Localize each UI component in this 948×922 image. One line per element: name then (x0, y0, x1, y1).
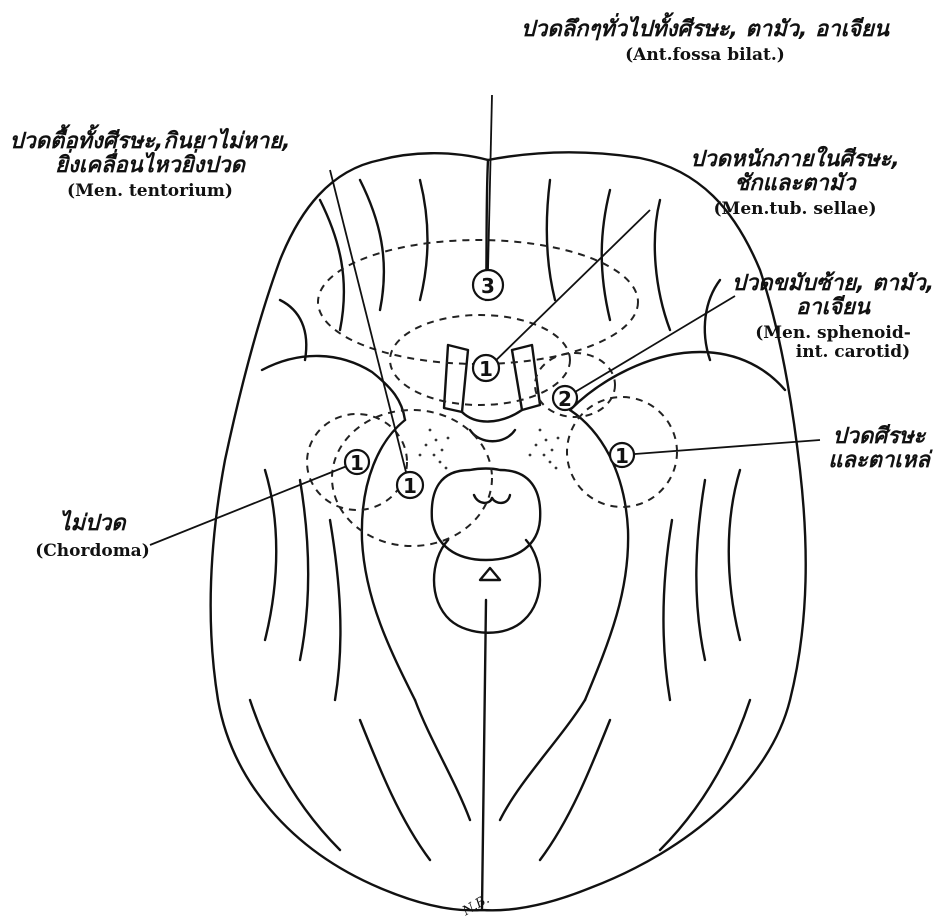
marker-2-label: 2 (558, 387, 572, 411)
region-sphenoid (535, 353, 615, 417)
sulcus (420, 180, 428, 300)
sulcus (360, 180, 384, 310)
sulcus (729, 470, 740, 640)
frontal-border-left (262, 356, 405, 420)
marker-1-left-inner-label: 1 (403, 474, 417, 498)
sulcus (360, 720, 430, 860)
label-upper-left-thai-1: ปวดตื้อทั้งศีรษะ,กินยาไม่หาย, (0, 130, 300, 154)
label-right-thai-1: ปวดศีรษะ (812, 425, 946, 449)
label-upper-right-thai-1: ปวดหนักภายในศีรษะ, (650, 148, 940, 172)
marker-1-center-label: 1 (479, 357, 493, 381)
label-top-eng: (Ant.fossa bilat.) (470, 46, 940, 65)
label-mid-right-thai-1: ปวดขมับซ้าย, ตามัว, (720, 272, 946, 296)
sulcus (300, 480, 308, 660)
label-upper-left-eng: (Men. tentorium) (0, 182, 300, 201)
sulcus (663, 520, 672, 700)
label-mid-right: ปวดขมับซ้าย, ตามัว, อาเจียน (Men. spheno… (720, 272, 946, 362)
pons (432, 469, 540, 561)
leader-left (150, 462, 357, 545)
label-top-thai: ปวดลึกๆทั่วไปทั้งศีรษะ, ตามัว, อาเจียน (470, 18, 940, 42)
label-upper-left: ปวดตื้อทั้งศีรษะ,กินยาไม่หาย, ยิ่งเคลื่อ… (0, 130, 300, 201)
leader-upper-right (486, 210, 650, 370)
fourth-ventricle-marker (480, 568, 500, 580)
sulcus (660, 700, 750, 850)
sulcus (320, 200, 344, 330)
cerebellum-right (500, 700, 585, 820)
cerebellum-left (415, 700, 470, 820)
marker-1-right-label: 1 (615, 444, 629, 468)
brain-outline (211, 152, 806, 910)
midline-fissure-back (482, 600, 486, 908)
label-top: ปวดลึกๆทั่วไปทั้งศีรษะ, ตามัว, อาเจียน (… (470, 18, 940, 65)
optic-chiasm (462, 410, 522, 422)
sulcus (655, 200, 670, 330)
label-left: ไม่ปวด (Chordoma) (10, 512, 175, 561)
label-upper-right-thai-2: ชักและตามัว (650, 172, 940, 196)
sulcus (696, 480, 705, 660)
label-mid-right-thai-2: อาเจียน (720, 296, 946, 320)
label-upper-left-thai-2: ยิ่งเคลื่อนไหวยิ่งปวด (0, 154, 300, 178)
label-mid-right-eng-2: int. carotid) (720, 343, 946, 362)
label-right-thai-2: และตาเหล่ (812, 449, 946, 473)
sulcus (330, 520, 340, 700)
marker-3-label: 3 (481, 274, 495, 298)
label-left-eng: (Chordoma) (10, 542, 175, 561)
label-mid-right-eng-1: (Men. sphenoid- (720, 324, 946, 343)
optic-nerve-left (444, 345, 468, 412)
label-left-thai: ไม่ปวด (10, 512, 175, 536)
sulcus (547, 180, 555, 300)
region-ant-fossa (318, 240, 638, 364)
label-upper-right: ปวดหนักภายในศีรษะ, ชักและตามัว (Men.tub.… (650, 148, 940, 219)
leader-top (488, 95, 492, 270)
sulcus (705, 280, 720, 360)
leader-right (622, 440, 820, 455)
medulla (434, 540, 540, 633)
mammillary-right (492, 495, 510, 503)
sulcus (280, 300, 306, 360)
label-right: ปวดศีรษะ และตาเหล่ (812, 425, 946, 473)
sulcus (250, 700, 340, 850)
label-upper-right-eng: (Men.tub. sellae) (650, 200, 940, 219)
sulcus (540, 720, 610, 860)
marker-1-left-label: 1 (350, 451, 364, 475)
